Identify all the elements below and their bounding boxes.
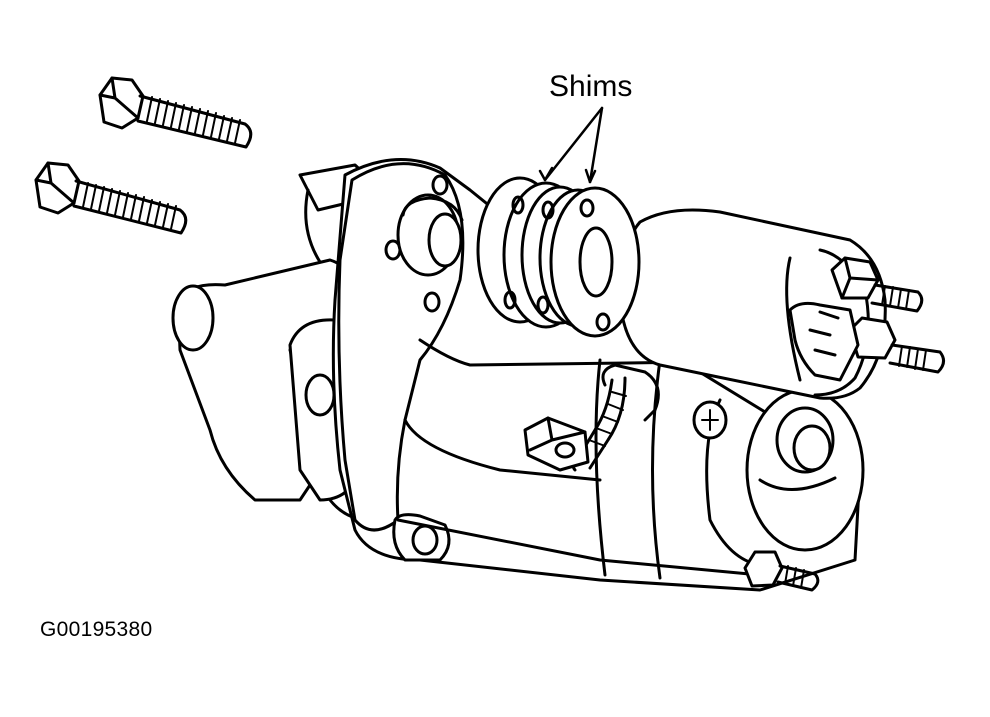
shims-leader-lines (540, 108, 602, 182)
figure-id: G00195380 (40, 618, 153, 641)
shims (478, 178, 639, 336)
mounting-bolt-lower (36, 163, 186, 233)
mounting-bolt-upper (100, 78, 251, 147)
solenoid (398, 195, 944, 398)
shim-inner-plate (505, 188, 639, 336)
shims-callout-label: Shims (549, 70, 633, 103)
field-lead-wire (525, 365, 658, 470)
gear-housing (173, 165, 385, 521)
